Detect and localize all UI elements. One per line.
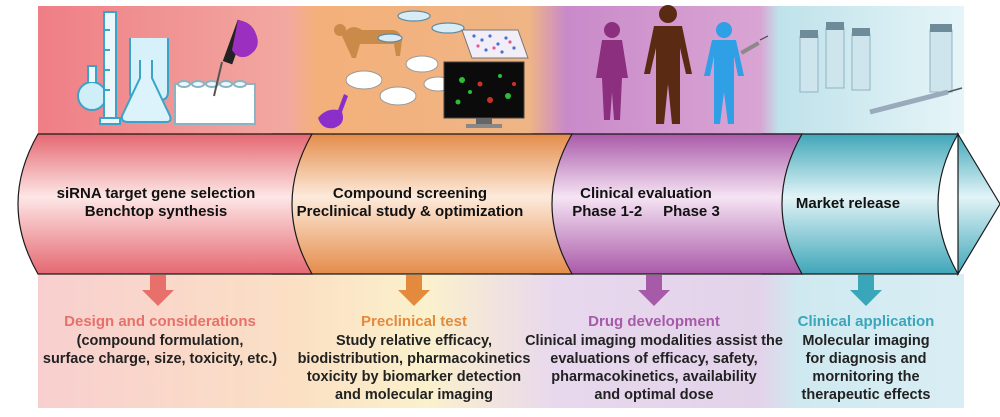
detail-3-line-1: Clinical imaging modalities assist the <box>525 333 783 349</box>
stage-band-clinical-evaluation <box>531 133 804 275</box>
detail-1-line-2: surface charge, size, toxicity, etc.) <box>43 351 277 367</box>
arrow-tip <box>957 131 1000 277</box>
stage-3-line-2: Phase 1-2 Phase 3 <box>572 203 720 220</box>
stage-4-line-1: Market release <box>796 195 900 212</box>
stage-2-line-1: Compound screening <box>333 185 487 202</box>
detail-2-line-2: biodistribution, pharmacokinetics <box>298 351 531 367</box>
detail-4-line-3: mornitoring the <box>812 369 919 385</box>
petri-dish-icon <box>377 10 465 43</box>
down-arrow-1 <box>142 275 174 306</box>
down-arrow-4 <box>850 275 882 306</box>
details-panel <box>38 274 964 408</box>
detail-3-line-2: evaluations of efficacy, safety, <box>550 351 757 367</box>
detail-4-heading: Clinical application <box>798 313 935 330</box>
detail-2-line-3: toxicity by biomarker detection <box>307 369 521 385</box>
vials-icon <box>799 22 963 115</box>
down-arrow-3 <box>638 275 670 306</box>
stage-3-line-1: Clinical evaluation <box>580 185 712 202</box>
detail-1-line-1: (compound formulation, <box>77 333 244 349</box>
detail-4-line-1: Molecular imaging <box>802 333 929 349</box>
stage-band-compound-screening <box>271 133 574 275</box>
detail-2-heading: Preclinical test <box>361 313 467 330</box>
microplate-icon <box>461 29 529 59</box>
detail-2-line-1: Study relative efficacy, <box>336 333 492 349</box>
microscopy-monitor-icon <box>443 61 525 128</box>
mice-icon <box>345 55 453 106</box>
detail-4-line-2: for diagnosis and <box>806 351 927 367</box>
down-arrow-2 <box>398 275 430 306</box>
stage-1-line-1: siRNA target gene selection <box>57 185 256 202</box>
detail-2-line-4: and molecular imaging <box>335 387 493 403</box>
detail-3-line-4: and optimal dose <box>594 387 713 403</box>
stage-1-line-2: Benchtop synthesis <box>85 203 228 220</box>
detail-4-line-4: therapeutic effects <box>802 387 931 403</box>
syringe-icon <box>740 35 769 55</box>
stage-2-line-2: Preclinical study & optimization <box>297 203 524 220</box>
human-silhouettes-icon <box>596 5 744 124</box>
stage-band-target-selection <box>17 133 314 275</box>
detail-3-heading: Drug development <box>588 313 720 330</box>
pipette-icon <box>318 94 348 129</box>
detail-3-line-3: pharmacokinetics, availability <box>551 369 757 385</box>
detail-1-heading: Design and considerations <box>64 313 256 330</box>
stage-band-market-release <box>761 133 960 275</box>
pipette-icon <box>213 19 258 97</box>
